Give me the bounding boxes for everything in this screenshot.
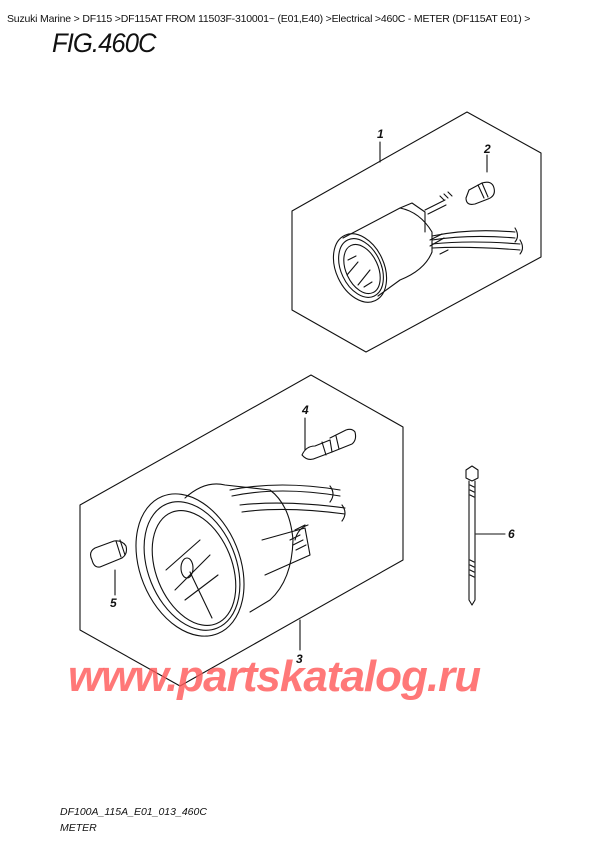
callout-4[interactable]: 4 [301,403,309,417]
breadcrumb-item-suzuki-marine[interactable]: Suzuki Marine [7,13,71,25]
callout-2[interactable]: 2 [483,142,491,156]
kit-box-upper [291,111,542,353]
breadcrumb-item-electrical[interactable]: Electrical [331,13,373,25]
bulb-socket-icon [301,428,357,461]
breadcrumb: Suzuki Marine > DF115 >DF115AT FROM 1150… [7,13,531,25]
figure-title: FIG.460C [52,28,157,58]
callout-5[interactable]: 5 [110,596,117,610]
watermark: www.partskatalog.ru [68,652,481,701]
bulb-upper-icon [465,181,495,205]
callout-3[interactable]: 3 [296,652,303,666]
meter-gauge-lower-icon [135,483,346,637]
figure-code: DF100A_115A_E01_013_460C [60,806,207,818]
breadcrumb-item-df115at[interactable]: DF115AT FROM 11503F-310001~ (E01,E40) [120,13,323,25]
cable-tie-icon [465,465,479,606]
breadcrumb-item-meter[interactable]: 460C - METER (DF115AT E01) [380,13,522,25]
kit-box-lower [79,374,404,687]
callout-6[interactable]: 6 [508,527,515,541]
figure-name: METER [60,822,97,834]
meter-gauge-upper-icon [332,191,524,303]
bulb-lower-icon [89,539,128,568]
callout-1[interactable]: 1 [377,127,384,141]
breadcrumb-item-df115[interactable]: DF115 [82,13,113,25]
